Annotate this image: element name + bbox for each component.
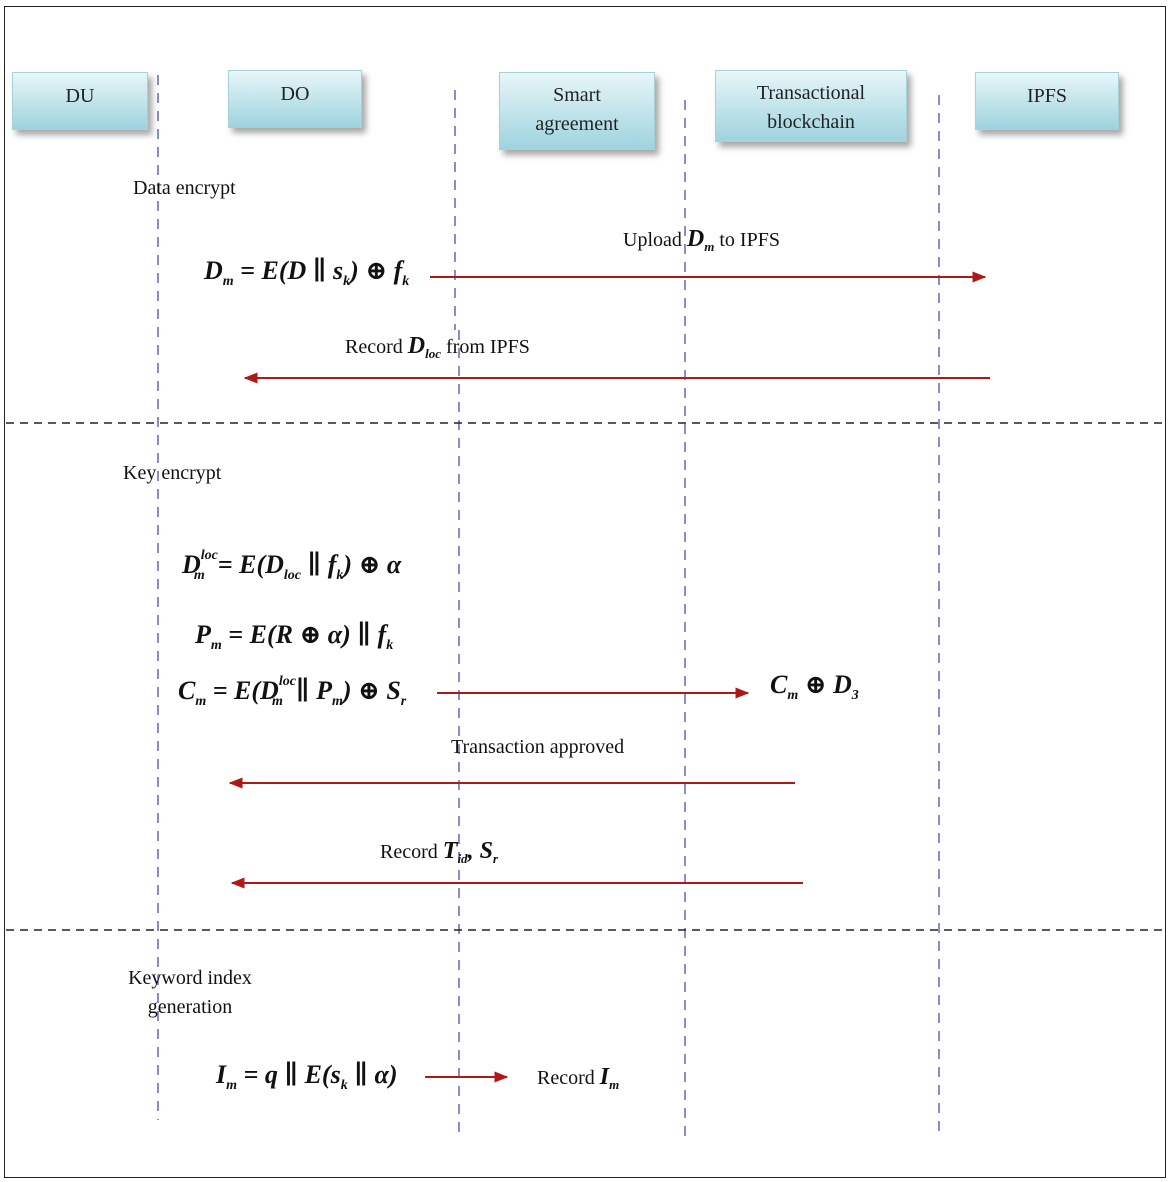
section-data-encrypt: Data encrypt bbox=[133, 177, 236, 199]
equation-cm: Cm = E(Dlocm ∥ Pm) ⊕ Sr bbox=[178, 674, 407, 710]
message-record-im: Record Im bbox=[537, 1064, 620, 1092]
message-record-loc: Record Dloc from IPFS bbox=[345, 333, 530, 361]
section-keyword-index: Keyword index generation bbox=[128, 967, 252, 1018]
actor-ipfs: IPFS bbox=[975, 72, 1119, 130]
message-transaction-approved: Transaction approved bbox=[451, 736, 625, 758]
equation-im: Im = q ∥ E(sk ∥ α) bbox=[216, 1060, 398, 1094]
actor-smart-agreement: Smart agreement bbox=[499, 72, 655, 150]
equation-cm-d3: Cm ⊕ D3 bbox=[770, 670, 859, 704]
actor-du: DU bbox=[12, 72, 148, 130]
diagram-frame bbox=[4, 6, 1166, 1178]
equation-dm-loc: Dlocm = E(Dloc ∥ fk) ⊕ α bbox=[182, 548, 402, 584]
message-upload: Upload Dm to IPFS bbox=[623, 226, 780, 254]
actor-do: DO bbox=[228, 70, 362, 128]
section-key-encrypt: Key encrypt bbox=[123, 462, 222, 484]
message-record-tid: Record Tid, Sr bbox=[380, 838, 498, 866]
equation-dm: Dm = E(D ∥ sk) ⊕ fk bbox=[204, 256, 410, 290]
actor-transactional-blockchain: Transactional blockchain bbox=[715, 70, 907, 142]
equation-pm: Pm = E(R ⊕ α) ∥ fk bbox=[195, 620, 394, 654]
